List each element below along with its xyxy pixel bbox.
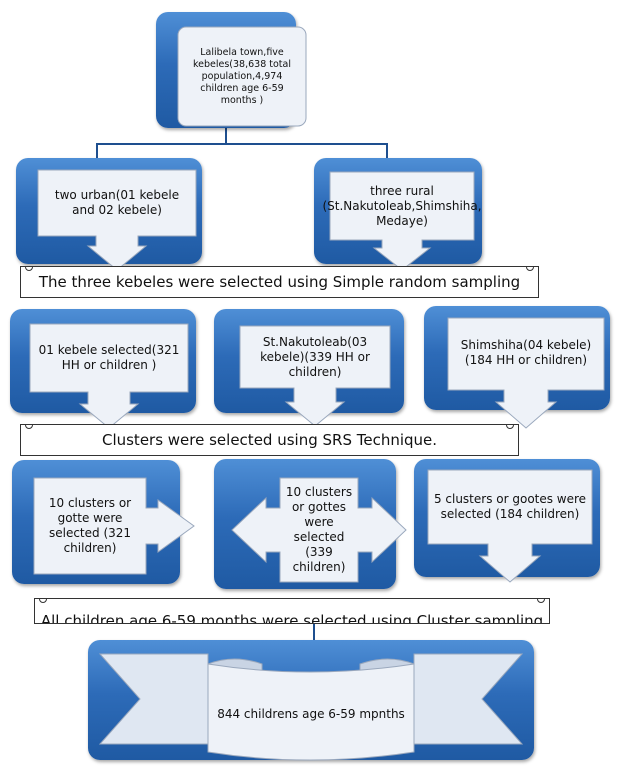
kebele-04-callout: Shimshiha(04 kebele)(184 HH or children) [447, 317, 605, 429]
final-text: 844 childrens age 6-59 mpnths [217, 706, 405, 721]
urban-text: two urban(01 kebele and 02 kebele) [54, 188, 180, 217]
clusters-04-text: 5 clusters or gootes were selected (184 … [433, 492, 587, 521]
rural-text: three rural (St.Nakutoleab,Shimshiha, Me… [322, 183, 482, 228]
clusters-01-text: 10 clusters or gotte were selected (321 … [48, 496, 132, 555]
rural-callout: three rural (St.Nakutoleab,Shimshiha, Me… [322, 171, 482, 271]
connector-left-drop [96, 143, 98, 158]
kebele-01-callout: 01 kebele selected(321 HH or children ) [29, 323, 189, 429]
clusters-01-callout: 10 clusters or gotte were selected (321 … [33, 477, 195, 575]
banner-srs-text: The three kebeles were selected using Si… [38, 273, 521, 291]
banner-clusters: Clusters were selected using SRS Techniq… [20, 424, 519, 456]
connector-final-vertical [313, 622, 315, 640]
final-ribbon: 844 childrens age 6-59 mpnths [98, 653, 524, 762]
clusters-03-callout: 10 clusters or gottes were selected (339… [231, 477, 407, 583]
connector-top-horizontal [96, 143, 388, 145]
kebele-04-text: Shimshiha(04 kebele)(184 HH or children) [460, 338, 592, 367]
banner-clusters-text: Clusters were selected using SRS Techniq… [101, 431, 438, 449]
top-box-text: Lalibela town,five kebeles(38,638 total … [192, 46, 291, 106]
clusters-04-callout: 5 clusters or gootes were selected (184 … [427, 469, 593, 583]
connector-top-vertical [225, 128, 227, 144]
banner-cluster-sampling: All children age 6-59 months were select… [34, 598, 550, 624]
clusters-03-text: 10 clusters or gottes were selected (339… [285, 485, 353, 574]
kebele-03-text: St.Nakutoleab(03 kebele)(339 HH or child… [260, 334, 370, 379]
banner-srs: The three kebeles were selected using Si… [20, 266, 539, 298]
connector-right-drop [386, 143, 388, 158]
top-callout: Lalibela town,five kebeles(38,638 total … [177, 26, 307, 127]
banner-cluster-sampling-text: All children age 6-59 months were select… [40, 612, 544, 624]
urban-callout: two urban(01 kebele and 02 kebele) [37, 169, 197, 271]
kebele-01-text: 01 kebele selected(321 HH or children ) [38, 343, 180, 372]
kebele-03-callout: St.Nakutoleab(03 kebele)(339 HH or child… [239, 325, 391, 427]
